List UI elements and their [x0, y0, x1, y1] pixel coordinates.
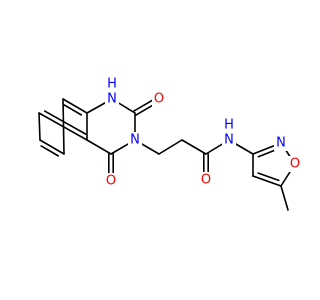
atom-isoxazole-oxygen-background: [288, 156, 300, 172]
atom-n1: N: [107, 92, 117, 107]
atom-amide-hydrogen: H: [224, 118, 234, 133]
atom-o4-background: [104, 173, 118, 189]
bond-ch2-cco: [181, 139, 207, 155]
bond-ch2-ch2: [158, 139, 183, 155]
bond-c6-c5: [38, 112, 41, 141]
atom-n3: N: [130, 133, 140, 148]
bond-methyl: [280, 185, 289, 211]
bond-c5-c4a: [38, 112, 88, 141]
bond-c7-c6: [39, 139, 65, 155]
atom-o2: O: [154, 92, 164, 107]
atom-isoxazole-oxygen: O: [290, 157, 300, 172]
bond-ic5-ic4-inner: [257, 172, 280, 182]
bond-c8a-c8: [62, 98, 88, 114]
atom-n3-background: [128, 132, 142, 148]
bond-c5-c4a-inner: [43, 110, 87, 135]
atom-isoxazole-nitrogen: N: [276, 136, 286, 151]
atom-amide-hydrogen-background: [222, 117, 236, 133]
atom-amide-oxygen: O: [201, 173, 211, 188]
bond-c8a-c8-inner: [63, 104, 83, 116]
bond-c4-c4a: [86, 139, 112, 155]
bond-layer: [38, 96, 296, 211]
atom-amide-nitrogen: N: [224, 133, 234, 148]
atom-o2-background: [152, 91, 166, 107]
bond-c7-c6-inner: [40, 145, 60, 157]
bond-ic5-ic4: [252, 175, 282, 187]
atom-n1-hydrogen-background: [105, 76, 119, 92]
atom-n1-hydrogen: H: [107, 77, 117, 92]
atom-n1-background: [105, 91, 119, 107]
atom-isoxazole-nitrogen-background: [274, 135, 288, 151]
atom-amide-oxygen-background: [199, 172, 213, 188]
atom-amide-nitrogen-background: [222, 132, 236, 148]
atom-o4: O: [106, 174, 116, 189]
